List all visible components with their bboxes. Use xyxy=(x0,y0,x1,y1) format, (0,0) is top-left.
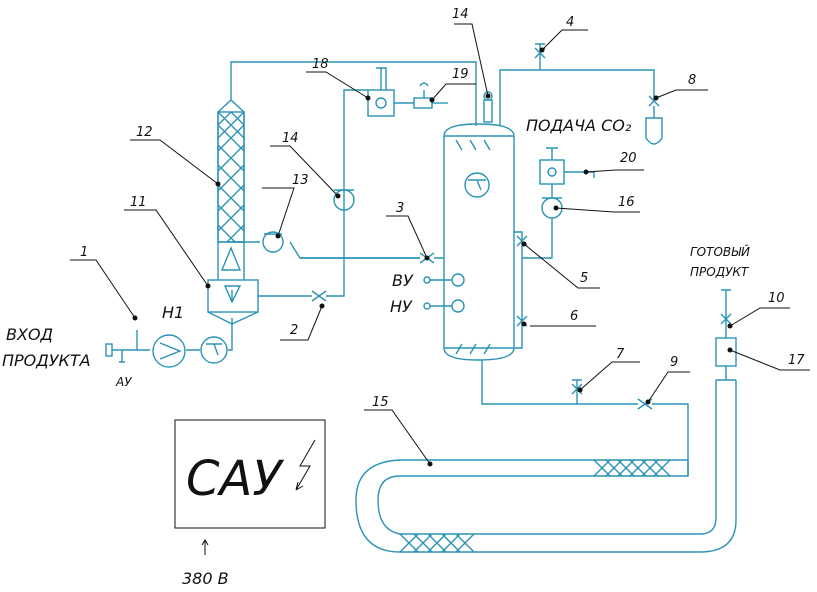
callout-13: 13 xyxy=(292,173,309,188)
voltage-label: 380 В xyxy=(182,569,229,588)
pump-label: Н1 xyxy=(162,303,184,322)
callout-6: 6 xyxy=(570,309,578,324)
callout-17: 17 xyxy=(788,353,805,368)
callout-14a: 14 xyxy=(282,131,299,146)
callout-14b: 14 xyxy=(452,7,469,22)
callout-1: 1 xyxy=(80,245,88,260)
product-label-1: ГОТОВЫЙ xyxy=(690,244,750,259)
inlet-label-2: ПРОДУКТА xyxy=(2,351,91,370)
product-label-2: ПРОДУКТ xyxy=(690,265,750,279)
callout-5: 5 xyxy=(580,271,588,286)
vu-label: ВУ xyxy=(392,271,414,290)
callout-2: 2 xyxy=(290,323,298,338)
co2-feed-label: ПОДАЧА СО₂ xyxy=(526,116,632,135)
callouts: 1 2 3 4 5 6 7 8 9 10 11 12 13 14 14 15 1 xyxy=(70,7,810,467)
callout-20: 20 xyxy=(620,151,637,166)
callout-3: 3 xyxy=(396,201,404,216)
callout-7: 7 xyxy=(616,347,625,362)
piping xyxy=(105,43,737,553)
sau-label: САУ xyxy=(186,451,284,507)
callout-16: 16 xyxy=(618,195,635,210)
callout-19: 19 xyxy=(452,67,469,82)
inlet-label-1: ВХОД xyxy=(6,325,53,344)
callout-11: 11 xyxy=(130,195,147,210)
callout-18: 18 xyxy=(312,57,329,72)
callout-8: 8 xyxy=(688,73,696,88)
callout-12: 12 xyxy=(136,125,153,140)
callout-4: 4 xyxy=(566,15,574,30)
callout-9: 9 xyxy=(670,355,678,370)
control-cabinet: САУ 380 В xyxy=(174,419,326,588)
text-labels: ВХОД ПРОДУКТА АУ Н1 ПОДАЧА СО₂ ВУ НУ ГОТ… xyxy=(2,116,750,389)
au-label: АУ xyxy=(115,375,132,389)
callout-15: 15 xyxy=(372,395,389,410)
callout-10: 10 xyxy=(768,291,785,306)
nu-label: НУ xyxy=(390,297,413,316)
